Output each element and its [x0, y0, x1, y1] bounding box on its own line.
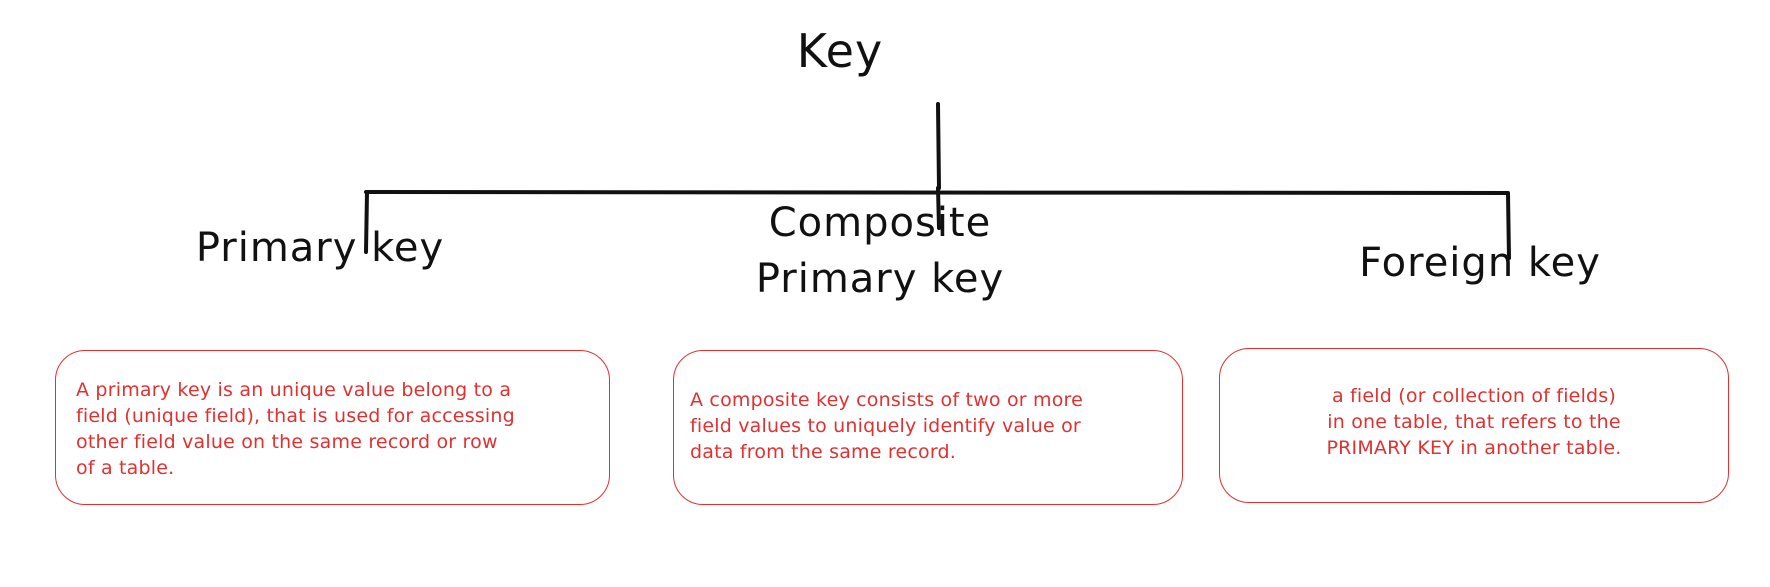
description-line: A primary key is an unique value belong …	[76, 379, 512, 401]
composite-title-line-1: Composite	[768, 200, 992, 246]
description-line: in one table, that refers to the	[1327, 411, 1621, 433]
composite-primary-key-title: Composite Primary key	[700, 195, 1060, 307]
foreign-key-title-line: Foreign key	[1359, 240, 1601, 286]
branch-foreign	[1506, 192, 1511, 260]
branch-composite	[936, 186, 941, 230]
root-title: Key	[796, 24, 884, 78]
foreign-key-title: Foreign key	[1300, 235, 1660, 291]
description-line: data from the same record.	[690, 441, 957, 463]
description-line: PRIMARY KEY in another table.	[1326, 437, 1622, 459]
foreign-key-description-box: a field (or collection of fields) in one…	[1219, 348, 1729, 503]
root-stem	[936, 102, 941, 190]
description-line: A composite key consists of two or more	[690, 389, 1084, 411]
composite-title-line-2: Primary key	[755, 256, 1005, 302]
description-line: other field value on the same record or …	[76, 431, 498, 453]
description-line: field values to uniquely identify value …	[690, 415, 1081, 437]
primary-key-title-line: Primary key	[195, 225, 445, 271]
description-line: a field (or collection of fields)	[1331, 385, 1617, 407]
branch-primary	[364, 190, 369, 254]
primary-key-description-box: A primary key is an unique value belong …	[55, 350, 610, 505]
primary-key-title: Primary key	[170, 220, 470, 276]
description-line: of a table.	[76, 457, 175, 479]
composite-primary-key-description-box: A composite key consists of two or more …	[673, 350, 1183, 505]
description-line: field (unique field), that is used for a…	[76, 405, 515, 427]
